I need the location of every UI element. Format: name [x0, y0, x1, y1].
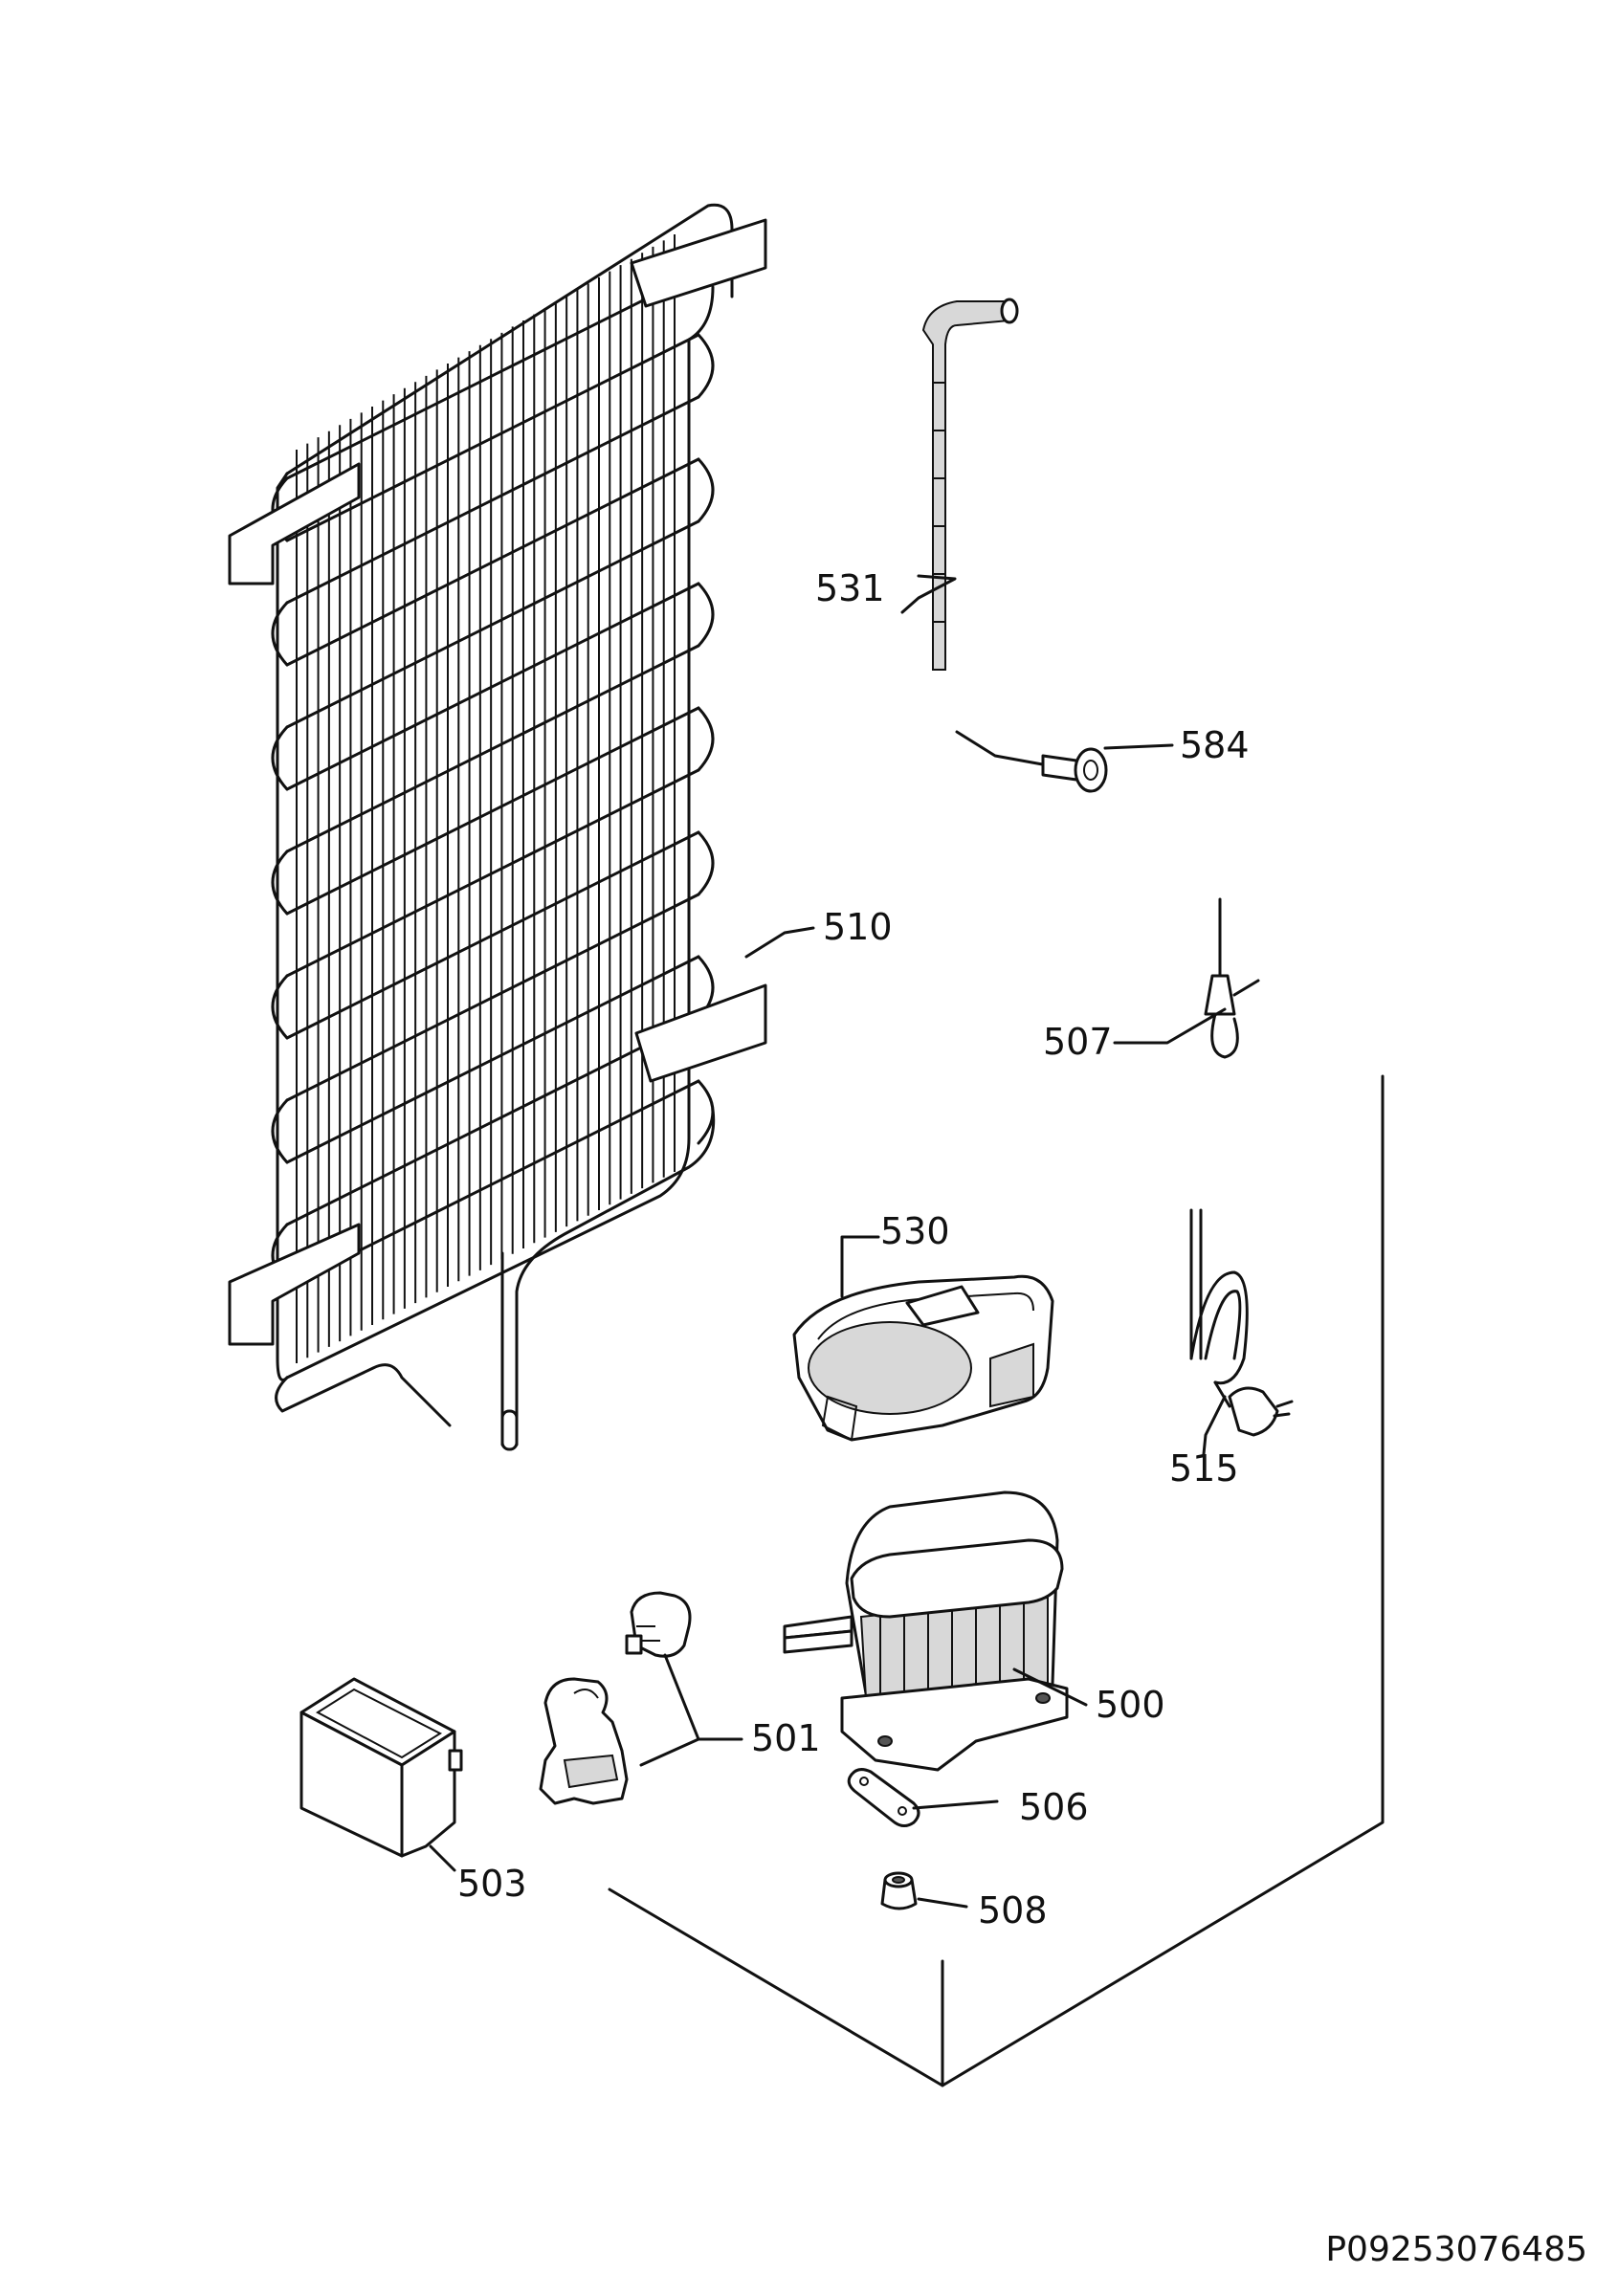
condenser-tube — [285, 519, 700, 729]
part-label-508: 508 — [978, 1889, 1048, 1932]
condenser-bend-left — [271, 1098, 289, 1164]
condenser-tube — [285, 706, 700, 916]
leader-584 — [1103, 743, 1174, 750]
compressor-icon — [783, 1490, 1069, 1772]
part-label-507: 507 — [1043, 1021, 1113, 1063]
clip-icon — [847, 1768, 920, 1827]
sensor-cable-icon — [955, 730, 1108, 793]
part-label-584: 584 — [1180, 724, 1250, 766]
part-label-506: 506 — [1019, 1786, 1089, 1828]
document-id: P09253076485 — [1325, 2230, 1587, 2269]
drip-tray-icon — [792, 1274, 1054, 1442]
condenser-tube — [285, 395, 700, 605]
leader-510 — [744, 926, 815, 959]
condenser-bend-right — [697, 457, 715, 523]
part-label-510: 510 — [823, 906, 893, 948]
part-label-530: 530 — [880, 1210, 950, 1252]
cabinet-outline — [608, 1074, 1385, 2087]
filter-drier-icon — [1204, 897, 1260, 1059]
leader-503 — [429, 1844, 456, 1872]
condenser-tube — [285, 644, 700, 853]
condenser-tube — [285, 582, 700, 791]
condenser-tube — [285, 457, 700, 667]
part-labels: 531 584 510 507 530 515 500 501 503 506 … — [457, 567, 1250, 1932]
condenser-bend-left — [271, 850, 289, 916]
condenser-tube — [285, 1017, 700, 1226]
condenser-bend-right — [697, 582, 715, 648]
part-label-501: 501 — [751, 1717, 821, 1759]
part-label-531: 531 — [815, 567, 885, 609]
condenser-bend-right — [697, 830, 715, 896]
leader-531 — [900, 574, 957, 614]
condenser-tube — [285, 830, 700, 1040]
power-cord-icon — [1189, 1208, 1294, 1437]
leader-500 — [1012, 1667, 1088, 1707]
condenser-icon — [228, 203, 767, 1451]
leader-lines — [429, 574, 1227, 1909]
condenser-bend-left — [271, 601, 289, 667]
part-label-515: 515 — [1169, 1447, 1239, 1490]
leader-530 — [840, 1235, 880, 1298]
part-label-503: 503 — [457, 1863, 527, 1905]
condenser-tube — [285, 768, 700, 978]
relay-icon — [539, 1591, 692, 1805]
condenser-tube — [285, 893, 700, 1102]
condenser-tube — [285, 333, 700, 542]
condenser-bend-right — [697, 706, 715, 772]
condenser-bend-right — [697, 333, 715, 399]
condenser-bend-left — [271, 974, 289, 1040]
condenser-tube — [285, 955, 700, 1164]
grommet-icon — [880, 1871, 918, 1910]
cover-box-icon — [299, 1677, 463, 1858]
leader-508 — [917, 1897, 968, 1909]
condenser-bend-left — [271, 725, 289, 791]
leader-501b — [663, 1653, 700, 1741]
condenser-tube — [285, 271, 700, 480]
drain-hose-icon — [921, 298, 1019, 671]
leader-506 — [912, 1799, 999, 1810]
leader-507 — [1113, 1007, 1227, 1045]
part-label-500: 500 — [1096, 1684, 1165, 1726]
leader-501a — [639, 1737, 743, 1767]
leader-515 — [1202, 1395, 1227, 1456]
